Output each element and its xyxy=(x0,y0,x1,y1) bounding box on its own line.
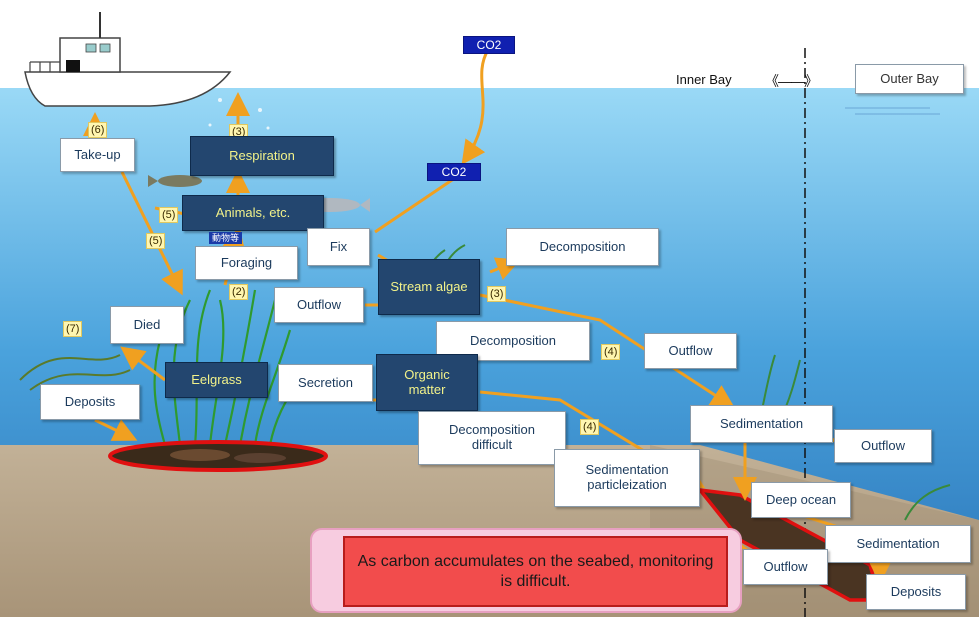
step-number-2: (2) xyxy=(229,284,249,300)
deposits-left-box: Deposits xyxy=(40,384,140,420)
note-callout-text: As carbon accumulates on the seabed, mon… xyxy=(343,536,728,607)
co2-label-top: CO2 xyxy=(463,36,515,54)
organic-matter-box: Organic matter xyxy=(376,354,478,411)
animals-kanji-label: 動物等 xyxy=(209,232,243,244)
animals-box: Animals, etc. xyxy=(182,195,324,231)
step-number-5a: (5) xyxy=(159,207,179,223)
step-number-5b: (5) xyxy=(146,233,166,249)
deep-ocean-box: Deep ocean xyxy=(751,482,851,518)
died-box: Died xyxy=(110,306,184,344)
co2-label-mid: CO2 xyxy=(427,163,481,181)
inner-bay-label: Inner Bay xyxy=(676,72,732,87)
outflow-box-2: Outflow xyxy=(644,333,737,369)
step-number-4b: (4) xyxy=(580,419,600,435)
take-up-box: Take-up xyxy=(60,138,135,172)
decomposition-top-box: Decomposition xyxy=(506,228,659,266)
stream-algae-box: Stream algae xyxy=(378,259,480,315)
outflow-box-1: Outflow xyxy=(274,287,364,323)
step-number-7: (7) xyxy=(63,321,83,337)
deposits-right-box: Deposits xyxy=(866,574,966,610)
outer-bay-label: Outer Bay xyxy=(855,64,964,94)
sedimentation-box-1: Sedimentation xyxy=(690,405,833,443)
outflow-box-4: Outflow xyxy=(743,549,828,585)
bubbles xyxy=(208,98,270,130)
outflow-box-3: Outflow xyxy=(834,429,932,463)
fish-icon xyxy=(148,175,202,187)
boat-icon xyxy=(24,12,232,107)
step-number-3-mid: (3) xyxy=(487,286,507,302)
sedimentation-particleization-box: Sedimentation particleization xyxy=(554,449,700,507)
ripple-lines xyxy=(845,107,940,115)
step-number-6: (6) xyxy=(88,122,108,138)
eelgrass-box: Eelgrass xyxy=(165,362,268,398)
decomposition-difficult-box: Decomposition difficult xyxy=(418,411,566,465)
foraging-box: Foraging xyxy=(195,246,298,280)
step-number-4a: (4) xyxy=(601,344,621,360)
sedimentation-box-2: Sedimentation xyxy=(825,525,971,563)
fix-box: Fix xyxy=(307,228,370,266)
secretion-box: Secretion xyxy=(278,364,373,402)
bay-double-arrow: 《——》 xyxy=(765,73,818,89)
respiration-box: Respiration xyxy=(190,136,334,176)
